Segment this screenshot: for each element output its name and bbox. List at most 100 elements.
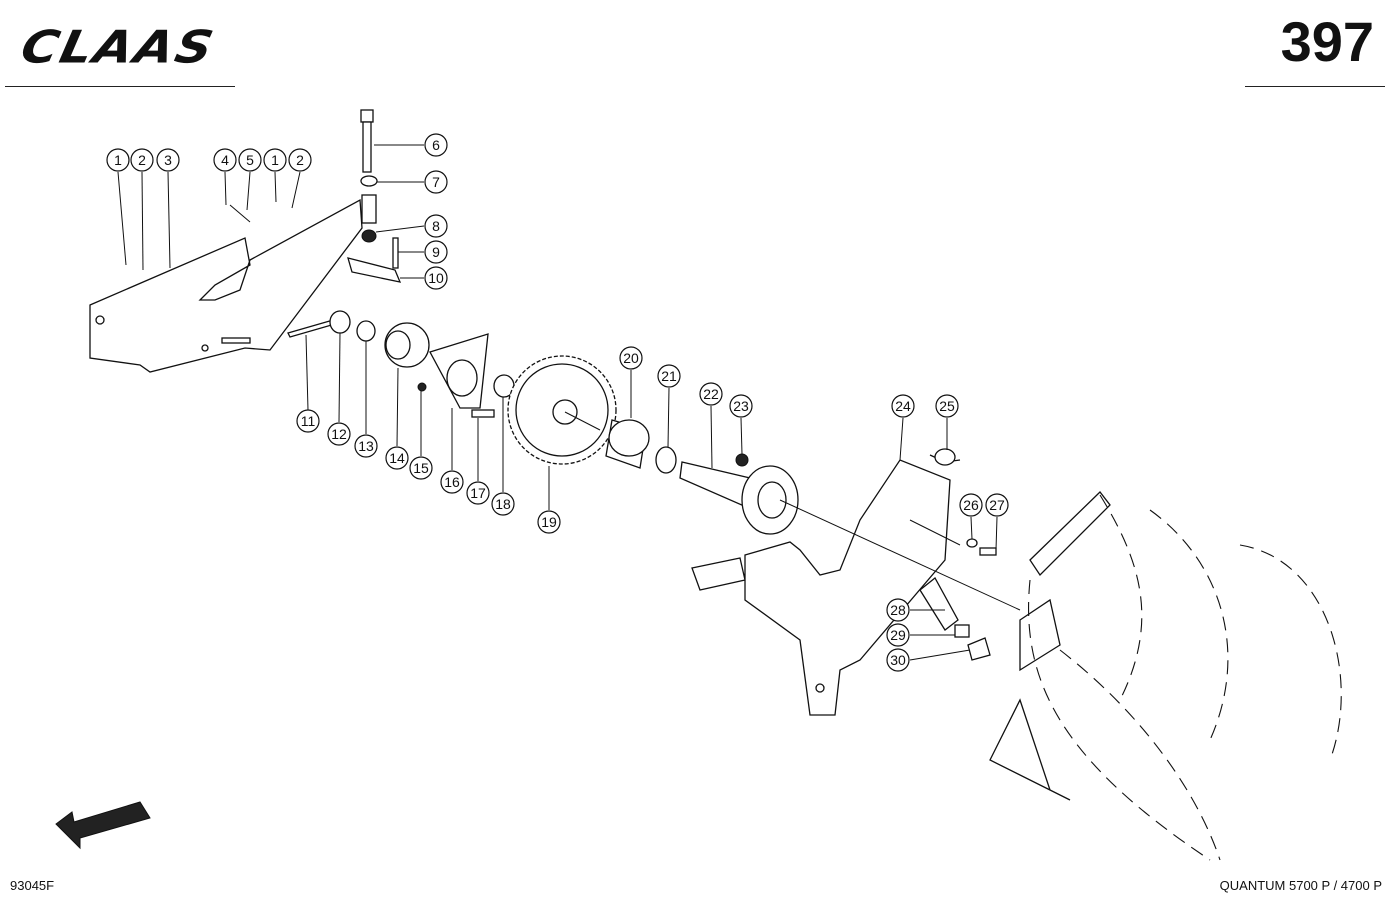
left-side-plate [89, 198, 363, 373]
callout-13: 13 [354, 434, 378, 458]
callout-11: 11 [296, 409, 320, 433]
svg-text:7: 7 [432, 174, 440, 190]
svg-text:10: 10 [428, 270, 444, 286]
svg-text:6: 6 [432, 137, 440, 153]
svg-text:22: 22 [703, 386, 719, 402]
svg-text:20: 20 [623, 350, 639, 366]
svg-text:1: 1 [114, 152, 122, 168]
svg-text:26: 26 [963, 497, 979, 513]
svg-text:27: 27 [989, 497, 1005, 513]
callout-4: 4 [213, 148, 237, 172]
svg-text:15: 15 [413, 460, 429, 476]
callout-2: 2 [130, 148, 154, 172]
plate-hole [201, 344, 209, 352]
washer [356, 320, 376, 342]
svg-text:13: 13 [358, 438, 374, 454]
ring [655, 446, 677, 474]
callout-24: 24 [891, 394, 915, 418]
right-side-plate [691, 459, 951, 716]
callout-22: 22 [699, 382, 723, 406]
svg-text:1: 1 [271, 152, 279, 168]
callout-26: 26 [959, 493, 983, 517]
callout-15: 15 [409, 456, 433, 480]
callout-1b: 1 [263, 148, 287, 172]
grease-nipple [417, 382, 427, 392]
svg-text:18: 18 [495, 496, 511, 512]
castle-nut [329, 310, 351, 334]
carriage-bolt-head [934, 448, 956, 466]
clip [954, 624, 970, 638]
plate-hole [815, 683, 825, 693]
svg-text:21: 21 [661, 368, 677, 384]
drawing-code: 93045F [10, 878, 55, 893]
flange-bore [446, 359, 478, 397]
callout-8: 8 [424, 214, 448, 238]
svg-text:28: 28 [890, 602, 906, 618]
bolt-small [471, 409, 495, 418]
callout-19: 19 [537, 510, 561, 534]
bolt-27 [979, 547, 997, 556]
callout-29: 29 [886, 623, 910, 647]
callout-3: 3 [156, 148, 180, 172]
svg-text:11: 11 [301, 413, 316, 429]
callout-17: 17 [466, 481, 490, 505]
shaft-pin [347, 257, 402, 283]
callout-12: 12 [327, 422, 351, 446]
svg-text:30: 30 [890, 652, 906, 668]
svg-text:23: 23 [733, 398, 749, 414]
svg-text:16: 16 [444, 474, 460, 490]
svg-text:8: 8 [432, 218, 440, 234]
svg-text:24: 24 [895, 398, 911, 414]
callout-7: 7 [424, 170, 448, 194]
callout-5: 5 [238, 148, 262, 172]
auger-flight [1019, 598, 1061, 672]
svg-text:25: 25 [939, 398, 955, 414]
svg-text:14: 14 [389, 450, 405, 466]
callout-18: 18 [491, 492, 515, 516]
spring-clip [967, 637, 991, 661]
callout-27: 27 [985, 493, 1009, 517]
callout-21: 21 [657, 364, 681, 388]
splined-shaft [679, 461, 751, 507]
plate-slot [221, 337, 251, 344]
callout-14: 14 [385, 446, 409, 470]
page-number: 397 [1280, 10, 1374, 73]
bearing-inner [385, 330, 411, 360]
spacer-sleeve [361, 194, 377, 224]
auger-flight [989, 698, 1071, 801]
svg-text:12: 12 [331, 426, 347, 442]
svg-text:2: 2 [296, 152, 304, 168]
plate-hole [95, 315, 105, 325]
svg-text:2: 2 [138, 152, 146, 168]
bolt-shank [362, 121, 372, 173]
callout-2b: 2 [288, 148, 312, 172]
svg-text:4: 4 [221, 152, 229, 168]
bolt-head [360, 109, 374, 123]
pin [392, 237, 399, 269]
svg-text:3: 3 [164, 152, 172, 168]
header-rule-right [1245, 86, 1385, 87]
callout-23: 23 [729, 394, 753, 418]
callout-28: 28 [886, 598, 910, 622]
svg-text:29: 29 [890, 627, 906, 643]
hub-bore [757, 481, 787, 519]
alignment-line [229, 204, 1021, 611]
nut-23 [735, 453, 749, 467]
svg-text:19: 19 [541, 514, 557, 530]
callout-16: 16 [440, 470, 464, 494]
callout-9: 9 [424, 240, 448, 264]
svg-text:9: 9 [432, 244, 440, 260]
callout-20: 20 [619, 346, 643, 370]
sleeve-end [608, 419, 650, 457]
arrow-down-left-icon [55, 801, 151, 850]
callout-1: 1 [106, 148, 130, 172]
model-name: QUANTUM 5700 P / 4700 P [1219, 878, 1382, 893]
callout-6: 6 [424, 133, 448, 157]
nut [360, 175, 378, 187]
callout-10: 10 [424, 266, 448, 290]
svg-text:5: 5 [246, 152, 254, 168]
auger-flight [1029, 491, 1111, 577]
callout-leaders [117, 144, 998, 661]
washer-small [966, 538, 978, 548]
